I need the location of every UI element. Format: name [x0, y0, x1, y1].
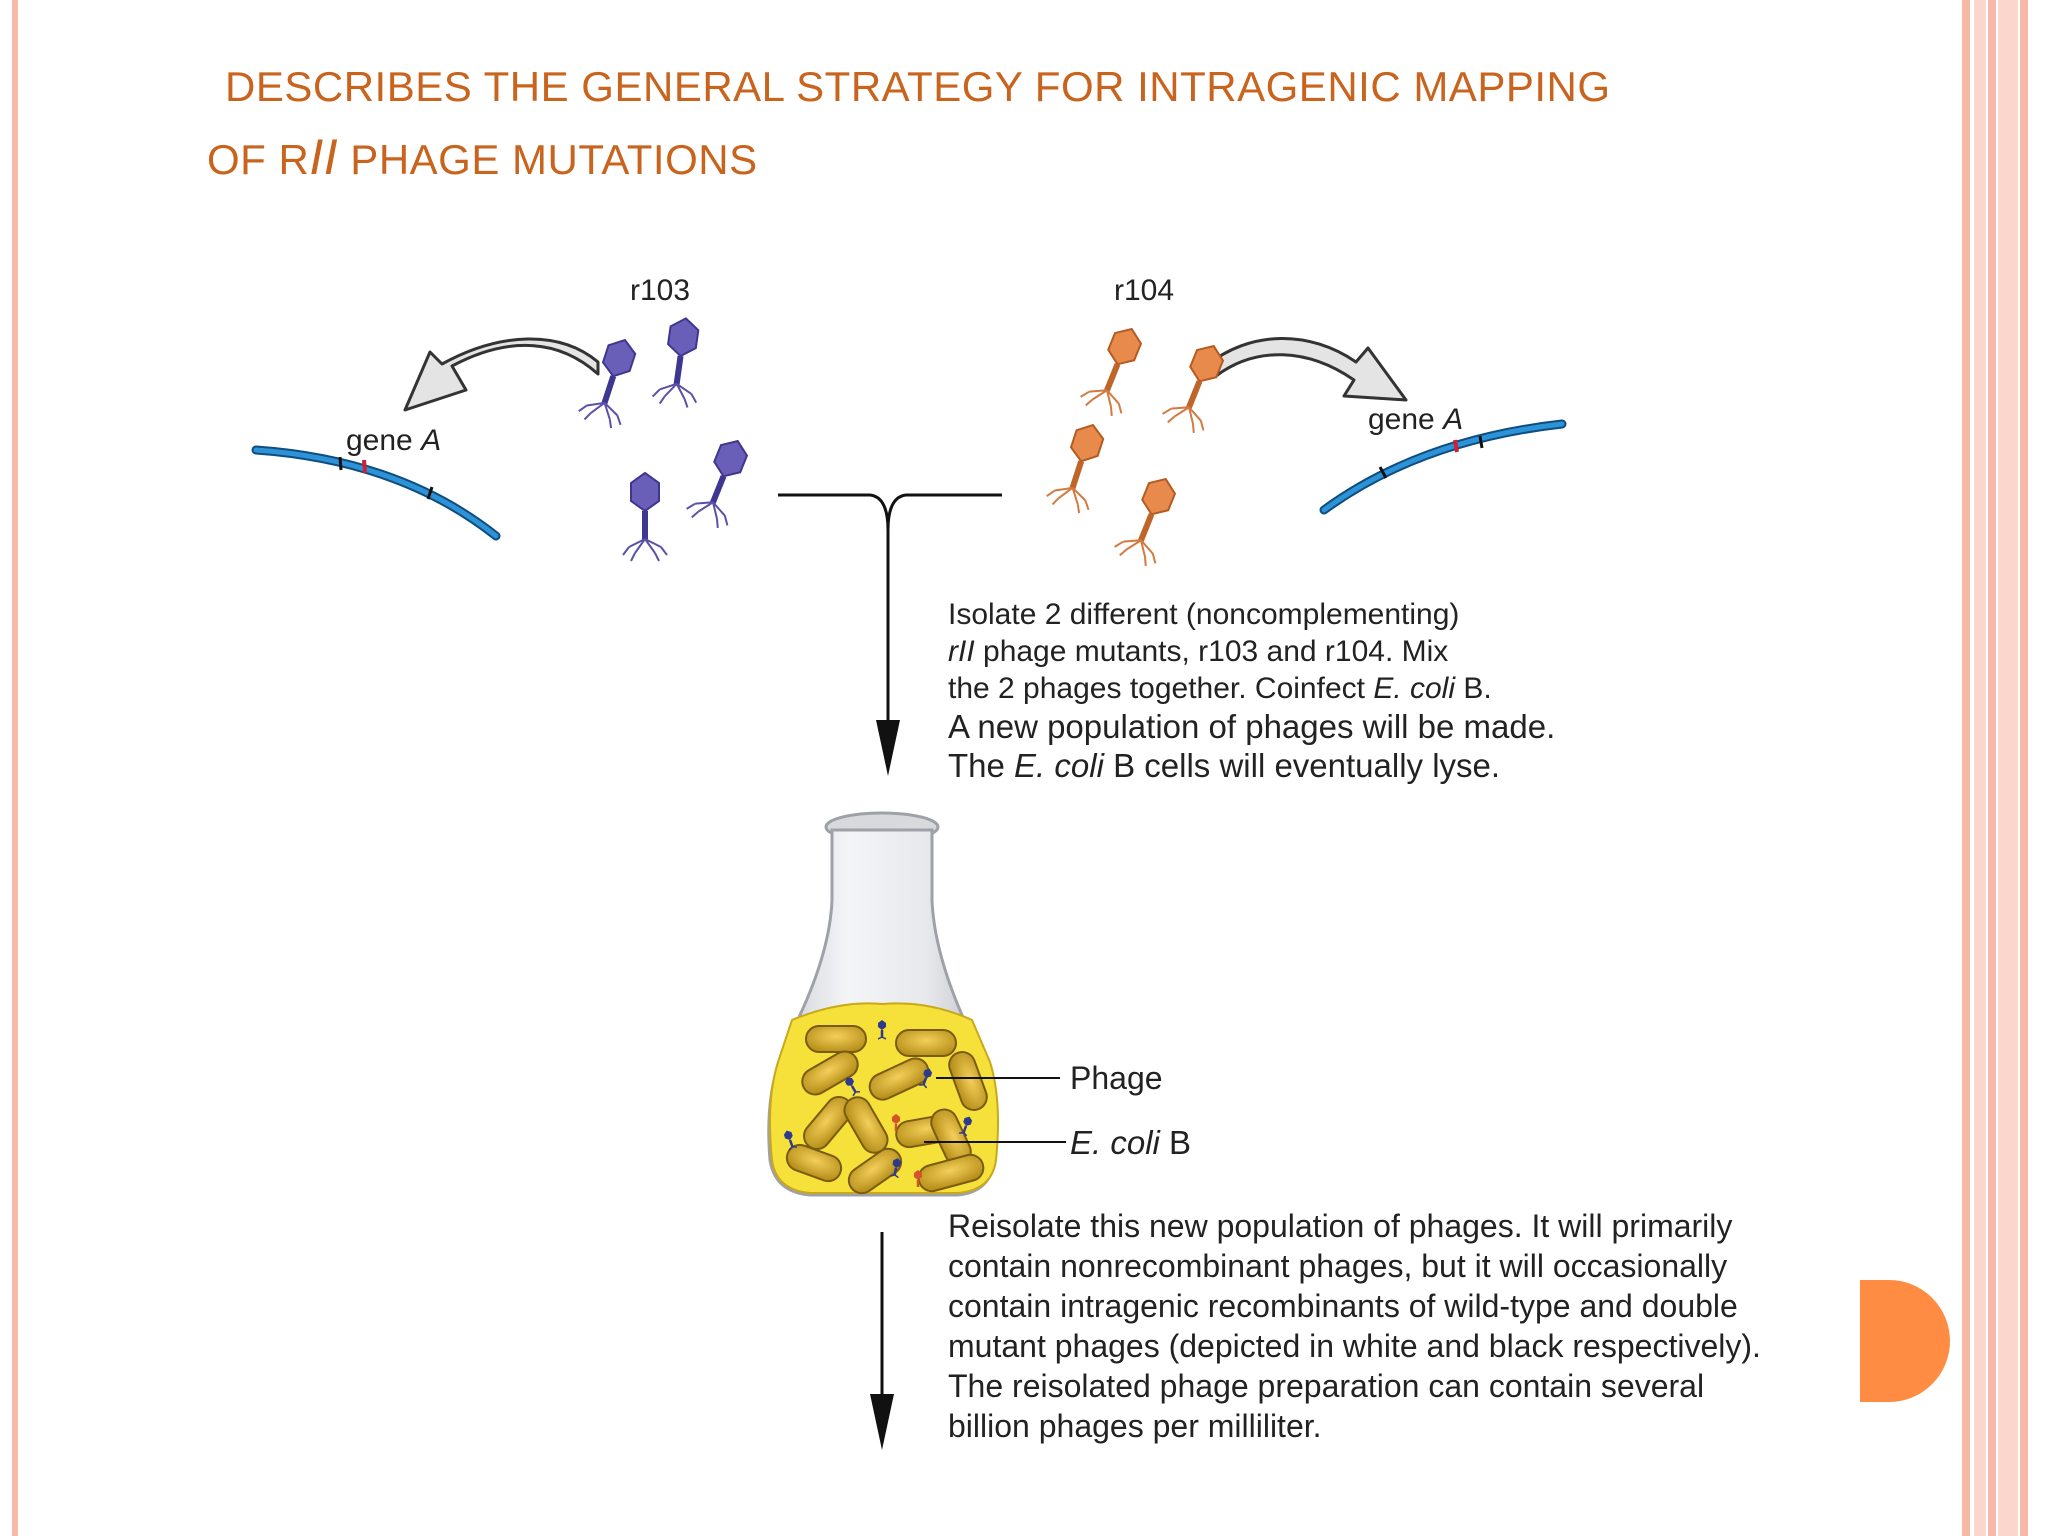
left-border-stripe: [12, 0, 18, 1536]
label-phage: Phage: [1070, 1060, 1163, 1096]
right-border-stripe-5: [2020, 0, 2028, 1536]
title-line-2: OF RII PHAGE MUTATIONS: [207, 129, 758, 185]
label-gene-a-right: gene A: [1368, 403, 1464, 436]
phage-r104-group: [1045, 321, 1234, 569]
merge-connector: [778, 493, 1002, 720]
step-1-description: Isolate 2 different (noncomplementing) r…: [948, 598, 1556, 784]
gene-a-line-left: [251, 445, 501, 541]
right-border-stripe-3: [1988, 0, 1996, 1536]
right-border-stripe-4: [1998, 0, 2018, 1536]
step-2-description: Reisolate this new population of phages.…: [948, 1208, 1761, 1444]
flask: [767, 811, 999, 1197]
label-gene-a-left: gene A: [346, 424, 442, 457]
arrow-down-2: [870, 1394, 894, 1450]
phage-r103-group: [577, 315, 758, 561]
injection-arrow-right: [1204, 337, 1408, 402]
right-border-stripe-1: [1962, 0, 1970, 1536]
label-ecoli-b: E. coli B: [1070, 1124, 1192, 1161]
label-r104: r104: [1114, 274, 1175, 307]
title-line-1: DESCRIBES THE GENERAL STRATEGY FOR INTRA…: [225, 63, 1611, 110]
label-r103: r103: [630, 274, 691, 307]
slide-title: DESCRIBES THE GENERAL STRATEGY FOR INTRA…: [207, 52, 1785, 195]
right-border-stripe-2: [1974, 0, 1986, 1536]
injection-arrow-left: [403, 337, 600, 412]
arrow-down-1: [876, 720, 900, 776]
